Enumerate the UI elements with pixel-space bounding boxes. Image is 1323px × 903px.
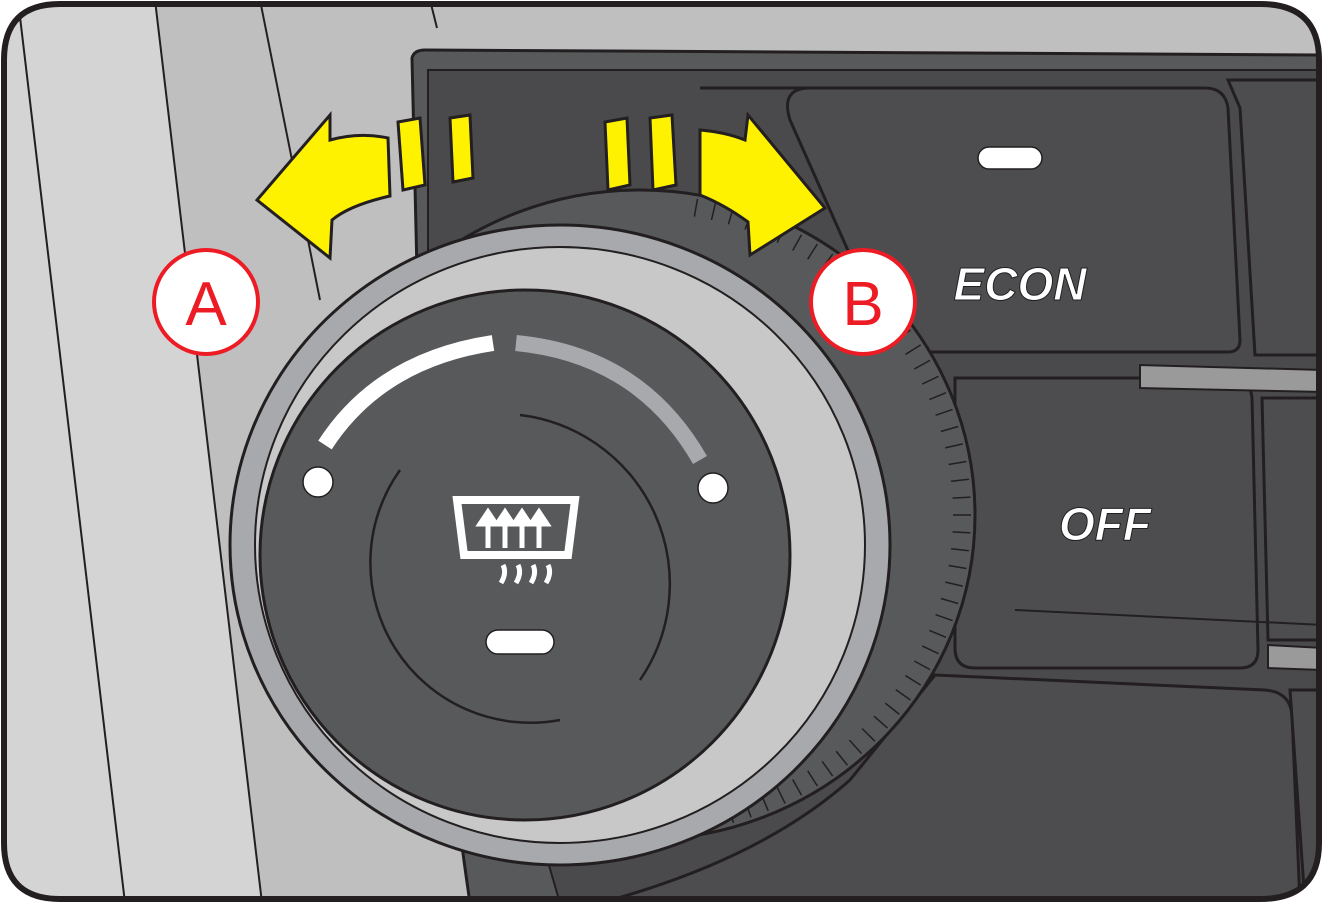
- callout-a-letter: A: [185, 270, 227, 339]
- knurl-mark: [935, 408, 953, 417]
- knurl-mark: [913, 660, 931, 671]
- knurl-mark: [861, 727, 876, 742]
- knurl-mark: [940, 425, 959, 433]
- callout-b: B: [809, 248, 917, 356]
- callout-a: A: [152, 248, 260, 356]
- console-right-button-column: [1288, 688, 1319, 899]
- knurl-mark: [948, 564, 967, 570]
- rotary-knob[interactable]: [228, 188, 977, 867]
- knurl-mark: [945, 443, 963, 449]
- knurl-mark: [929, 629, 947, 639]
- callout-b-letter: B: [842, 270, 883, 339]
- knurl-mark: [848, 739, 863, 755]
- left-trim-panel: [4, 4, 264, 899]
- knurl-mark: [693, 198, 699, 217]
- off-button[interactable]: OFF: [953, 376, 1260, 670]
- knurl-mark: [873, 715, 889, 729]
- knurl-mark: [710, 202, 717, 221]
- knob-inner-ring: [519, 413, 672, 681]
- console-divider-strip: [1139, 363, 1319, 394]
- knurl-mark: [935, 613, 953, 622]
- knob-indicator-led: [485, 629, 555, 655]
- knurl-mark: [952, 496, 971, 499]
- knurl-mark: [895, 689, 911, 701]
- knurl-mark: [952, 531, 971, 534]
- rotate-left-arrow: [254, 110, 475, 261]
- lower-console-button[interactable]: [599, 673, 1302, 903]
- panel-seam: [1014, 609, 1319, 626]
- console-right-button-column: [1225, 78, 1319, 357]
- knurl-mark: [776, 787, 786, 804]
- arc-end-dot-right: [697, 472, 729, 504]
- knurl-mark: [807, 770, 818, 787]
- rear-defroster-icon: [452, 496, 580, 585]
- knurl-mark: [807, 243, 818, 260]
- knurl-mark: [950, 548, 970, 552]
- temperature-arc-white: [318, 335, 495, 450]
- console-right-button-column: [1260, 396, 1319, 642]
- knurl-mark: [905, 344, 922, 356]
- trim-edge-line: [259, 4, 321, 301]
- knurl-mark: [792, 234, 803, 251]
- console-divider-strip: [1267, 643, 1319, 672]
- knurl-mark: [921, 645, 939, 655]
- knurl-mark: [792, 779, 803, 796]
- econ-button[interactable]: ECON: [700, 86, 1242, 354]
- econ-indicator-led: [977, 146, 1043, 170]
- knurl-mark: [950, 478, 970, 482]
- trim-edge-line: [17, 4, 126, 899]
- off-button-label: OFF: [1059, 498, 1153, 550]
- knurl-mark: [940, 597, 959, 605]
- temperature-arc-gray: [515, 335, 707, 464]
- knurl-mark: [835, 750, 848, 766]
- knurl-mark: [913, 359, 931, 370]
- knurl-mark: [948, 460, 967, 466]
- knurl-mark: [884, 702, 900, 715]
- rotate-right-arrow: [603, 111, 828, 258]
- knurl-mark: [921, 375, 939, 385]
- knob-inner-ring: [369, 469, 561, 725]
- knurl-mark: [945, 581, 963, 587]
- econ-button-label: ECON: [954, 258, 1088, 310]
- knurl-mark: [821, 760, 834, 777]
- knurl-mark: [929, 391, 947, 401]
- arc-end-dot-left: [302, 466, 334, 498]
- knurl-mark: [905, 674, 922, 686]
